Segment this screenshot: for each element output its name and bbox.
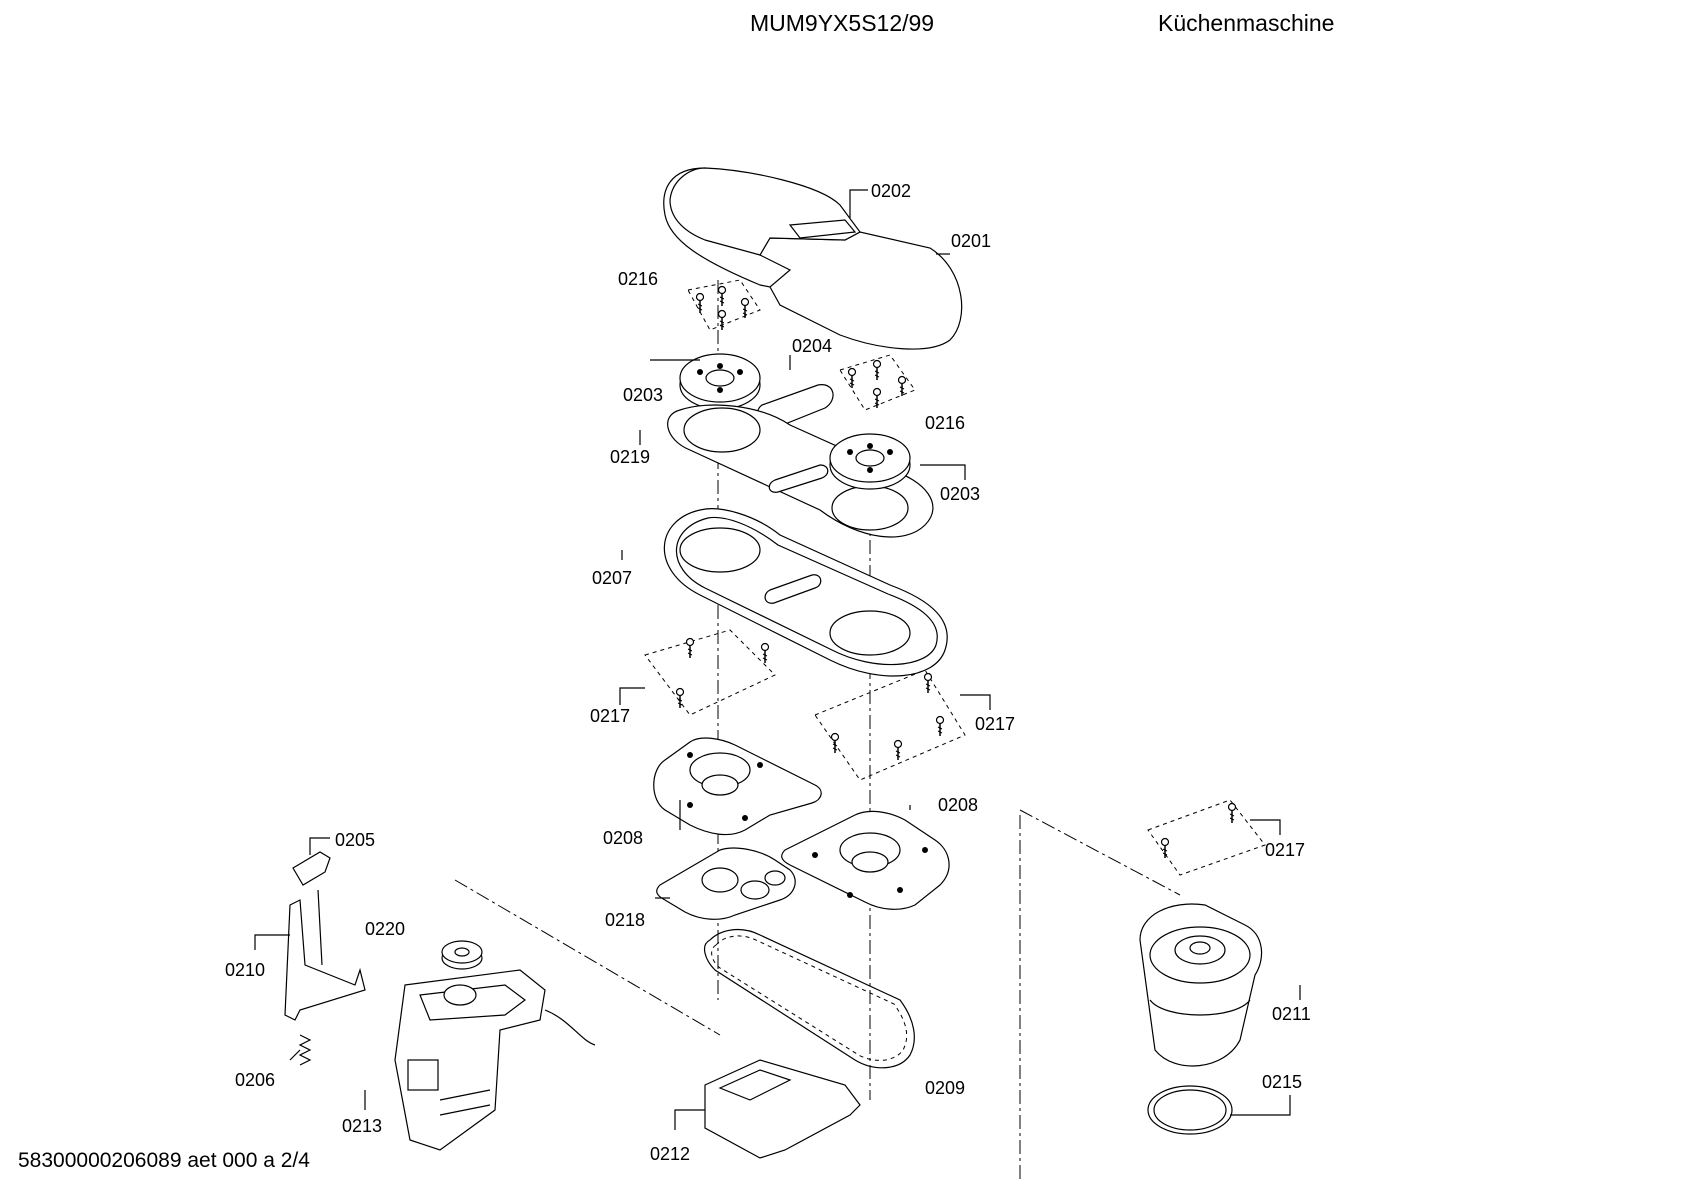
callout-0211: 0211 [1272, 1004, 1311, 1024]
spring-part-0206[interactable] [298, 1034, 312, 1066]
callout-labels: 0202 0201 0216 0204 0203 0216 0219 0203 … [225, 181, 1311, 1164]
model-number: MUM9YX5S12/99 [750, 10, 935, 36]
gear-plate-part-0208-right[interactable] [781, 810, 950, 910]
screw-group-0217-left[interactable] [644, 629, 776, 716]
callout-0210: 0210 [225, 960, 265, 980]
document-title: Küchenmaschine [1158, 10, 1335, 36]
switch-part-0212[interactable] [704, 1059, 861, 1159]
callout-0219: 0219 [610, 447, 650, 467]
bearing-part-0203-right[interactable] [829, 433, 911, 490]
gasket-part-0219[interactable] [667, 404, 934, 538]
cover-part-0201[interactable] [663, 167, 963, 350]
callout-0216-right: 0216 [925, 413, 965, 433]
handle-part-0202[interactable] [788, 219, 857, 239]
document-code: 58300000206089 aet 000 a 2/4 [18, 1149, 310, 1172]
callout-0205: 0205 [335, 830, 375, 850]
screw-group-0216-right[interactable] [839, 354, 916, 411]
callout-0217-left: 0217 [590, 706, 630, 726]
callout-0201: 0201 [951, 231, 991, 251]
leader-lines [254, 189, 1301, 1130]
belt-part-0209[interactable] [703, 928, 915, 1069]
screw-group-0216-left[interactable] [687, 279, 761, 331]
callout-0202: 0202 [871, 181, 911, 201]
drive-part-0211[interactable] [1139, 903, 1263, 1067]
motor-part-0213[interactable] [394, 969, 596, 1151]
callout-0220: 0220 [365, 919, 405, 939]
callout-0203-right: 0203 [940, 484, 980, 504]
gear-plate-part-0208-left[interactable] [653, 737, 822, 836]
callout-0206: 0206 [235, 1070, 275, 1090]
clip-part-0205[interactable] [292, 851, 331, 886]
callout-0212: 0212 [650, 1144, 690, 1164]
assembly-axis-lines [454, 280, 1181, 1182]
callout-0204: 0204 [792, 336, 832, 356]
screw-group-0217-right[interactable] [814, 669, 966, 781]
pinion-part-0220[interactable] [441, 940, 483, 970]
callout-0216-left: 0216 [618, 269, 658, 289]
callout-0213: 0213 [342, 1116, 382, 1136]
callout-0203-left: 0203 [623, 385, 663, 405]
screw-group-0217-far-right[interactable] [1147, 799, 1266, 876]
callout-0208-left: 0208 [603, 828, 643, 848]
gasket-part-0218[interactable] [656, 847, 796, 920]
bracket-part-0210[interactable] [284, 889, 366, 1021]
callout-0209: 0209 [925, 1078, 965, 1098]
callout-0217-far-right: 0217 [1265, 840, 1305, 860]
ring-part-0215[interactable] [1147, 1085, 1233, 1135]
callout-0207: 0207 [592, 568, 632, 588]
callout-0215: 0215 [1262, 1072, 1302, 1092]
callout-0217-right: 0217 [975, 714, 1015, 734]
plate-part-0207[interactable] [663, 508, 948, 677]
callout-0218: 0218 [605, 910, 645, 930]
callout-0208-right: 0208 [938, 795, 978, 815]
bearing-part-0203-left[interactable] [679, 353, 761, 410]
